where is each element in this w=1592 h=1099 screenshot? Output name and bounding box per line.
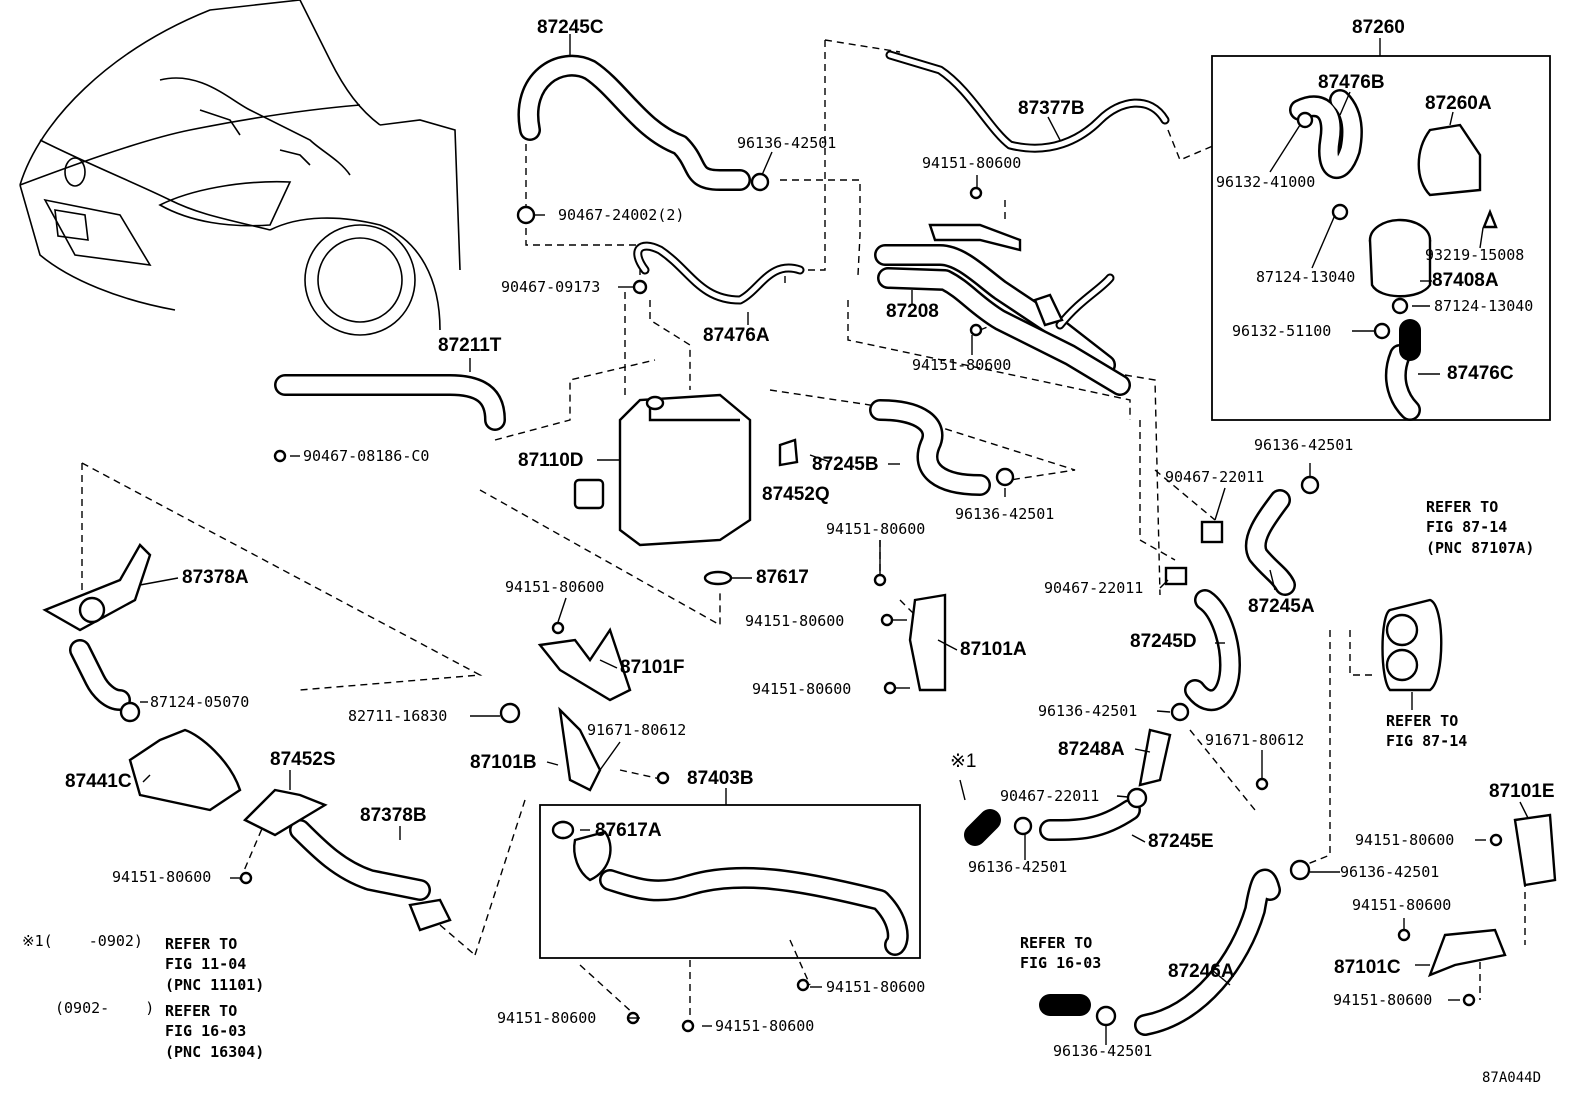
part-label-96136-42501: 96136-42501 xyxy=(1038,702,1138,720)
part-label-94151-80600: 94151-80600 xyxy=(922,154,1022,172)
part-label-91671-80612: 91671-80612 xyxy=(587,721,687,739)
part-label-87110d: 87110D xyxy=(518,450,584,471)
part-label-87245a: 87245A xyxy=(1248,596,1315,617)
footnote-1-range: ※1( -0902) xyxy=(22,932,143,950)
part-label-96136-42501: 96136-42501 xyxy=(737,134,837,152)
dashed-leader-lines xyxy=(81,39,1526,1025)
group-frame-87260 xyxy=(1211,55,1551,421)
diagram-code: 87A044D xyxy=(1482,1070,1542,1086)
part-label-90467-09173: 90467-09173 xyxy=(501,278,601,296)
part-label-96132-41000: 96132-41000 xyxy=(1216,173,1316,191)
part-label-87208: 87208 xyxy=(886,301,939,322)
part-label-87441c: 87441C xyxy=(65,771,132,792)
part-label-96136-42501: 96136-42501 xyxy=(1053,1042,1153,1060)
refer-note-fig-16-03: REFER TO FIG 16-03 xyxy=(1020,934,1102,973)
part-label-94151-80600: 94151-80600 xyxy=(1352,896,1452,914)
part-label-87211t: 87211T xyxy=(438,335,502,356)
footnote-2-text: REFER TO FIG 16-03 (PNC 16304) xyxy=(165,1002,265,1061)
part-label-94151-80600: 94151-80600 xyxy=(826,520,926,538)
part-label-87101b: 87101B xyxy=(470,752,537,773)
part-label-87101e: 87101E xyxy=(1489,781,1555,802)
part-label-mark1: ※1 xyxy=(950,751,977,772)
refer-note-fig-87-14: REFER TO FIG 87-14 xyxy=(1386,712,1468,751)
part-label-87260: 87260 xyxy=(1352,17,1405,38)
part-label-82711-16830: 82711-16830 xyxy=(348,707,448,725)
hoses xyxy=(69,50,1421,1036)
part-label-87378a: 87378A xyxy=(182,567,249,588)
part-label-90467-22011: 90467-22011 xyxy=(1000,787,1100,805)
leader-lines xyxy=(139,34,1529,1045)
part-label-94151-80600: 94151-80600 xyxy=(912,356,1012,374)
part-label-96136-42501: 96136-42501 xyxy=(1254,436,1354,454)
part-label-94151-80600: 94151-80600 xyxy=(752,680,852,698)
part-label-94151-80600: 94151-80600 xyxy=(715,1017,815,1035)
part-label-94151-80600: 94151-80600 xyxy=(497,1009,597,1027)
part-label-94151-80600: 94151-80600 xyxy=(112,868,212,886)
part-label-87408a: 87408A xyxy=(1432,270,1499,291)
part-label-87452q: 87452Q xyxy=(762,484,830,505)
part-label-87260a: 87260A xyxy=(1425,93,1492,114)
part-label-87378b: 87378B xyxy=(360,805,427,826)
part-label-94151-80600: 94151-80600 xyxy=(745,612,845,630)
part-label-94151-80600: 94151-80600 xyxy=(826,978,926,996)
footnote-2-range: (0902- ) xyxy=(55,999,155,1017)
part-label-87124-05070: 87124-05070 xyxy=(150,693,250,711)
part-label-90467-22011: 90467-22011 xyxy=(1165,468,1265,486)
part-label-94151-80600: 94151-80600 xyxy=(505,578,605,596)
part-label-87476c: 87476C xyxy=(1447,363,1514,384)
part-label-91671-80612: 91671-80612 xyxy=(1205,731,1305,749)
part-label-87124-13040: 87124-13040 xyxy=(1434,297,1534,315)
group-frame-87403b xyxy=(539,804,921,959)
part-label-87617a: 87617A xyxy=(595,820,662,841)
part-label-87101c: 87101C xyxy=(1334,957,1401,978)
part-label-94151-80600: 94151-80600 xyxy=(1333,991,1433,1009)
part-label-87246a: 87246A xyxy=(1168,961,1235,982)
part-label-94151-80600: 94151-80600 xyxy=(1355,831,1455,849)
part-label-87245e: 87245E xyxy=(1148,831,1214,852)
part-label-87476a: 87476A xyxy=(703,325,770,346)
part-label-87248a: 87248A xyxy=(1058,739,1125,760)
part-label-87124-13040: 87124-13040 xyxy=(1256,268,1356,286)
part-label-90467-24002: 90467-24002(2) xyxy=(558,206,685,224)
part-label-96132-51100: 96132-51100 xyxy=(1232,322,1332,340)
part-label-87101f: 87101F xyxy=(620,657,685,678)
part-label-87476b: 87476B xyxy=(1318,72,1385,93)
part-label-87245c: 87245C xyxy=(537,17,604,38)
refer-note-fig-87-14-pnc: REFER TO FIG 87-14 (PNC 87107A) xyxy=(1426,498,1535,557)
part-label-96136-42501: 96136-42501 xyxy=(1340,863,1440,881)
part-label-87245b: 87245B xyxy=(812,454,879,475)
part-label-87245d: 87245D xyxy=(1130,631,1197,652)
part-label-96136-42501: 96136-42501 xyxy=(955,505,1055,523)
part-label-87452s: 87452S xyxy=(270,749,336,770)
footnote-1-text: REFER TO FIG 11-04 (PNC 11101) xyxy=(165,935,265,994)
part-label-87617: 87617 xyxy=(756,567,809,588)
part-label-87403b: 87403B xyxy=(687,768,754,789)
part-label-90467-22011: 90467-22011 xyxy=(1044,579,1144,597)
component-bodies xyxy=(42,111,1557,1033)
part-label-87377b: 87377B xyxy=(1018,98,1085,119)
vehicle-front-illustration xyxy=(19,0,461,336)
part-label-93219-15008: 93219-15008 xyxy=(1425,246,1525,264)
part-label-87101a: 87101A xyxy=(960,639,1027,660)
part-label-96136-42501: 96136-42501 xyxy=(968,858,1068,876)
part-label-90467-08186-c0: 90467-08186-C0 xyxy=(303,447,430,465)
